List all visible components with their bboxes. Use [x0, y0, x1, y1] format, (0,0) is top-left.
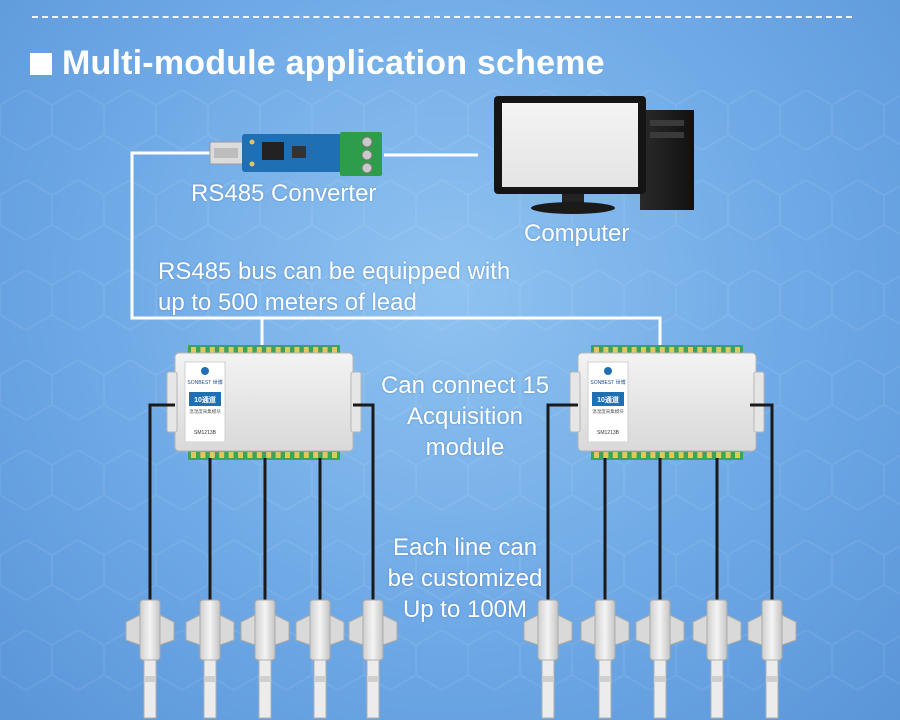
computer-label: Computer: [524, 220, 630, 247]
custom-note-line-1: Each line can: [392, 534, 538, 561]
sensor-probe-4: [295, 599, 345, 719]
sensor-probe-9: [692, 599, 742, 719]
sensor-probe-2: [185, 599, 235, 719]
module-subtitle-text: 温湿度采集模块: [592, 408, 624, 415]
computer-image: [494, 96, 694, 214]
rs485-converter-image: [209, 132, 382, 176]
top-dashed-divider: [32, 16, 852, 18]
sensor-probe-10: [747, 599, 797, 719]
rs485-bus-wiring: [130, 151, 662, 345]
sensor-probe-6: [523, 599, 573, 719]
custom-note: Each line can be customized Up to 100M: [360, 532, 570, 625]
section-header: Multi-module application scheme: [30, 44, 605, 83]
sensor-probe-1: [125, 599, 175, 719]
connect-note-line-1: Can connect 15: [380, 372, 550, 399]
sensor-probe-5: [348, 599, 398, 719]
sensor-cable-5: [353, 403, 375, 605]
sensor-cable-1: [148, 403, 175, 605]
bus-note-line-2: up to 500 meters of lead: [158, 289, 417, 316]
connect-note-line-3: module: [425, 434, 505, 461]
title-bullet-icon: [30, 52, 52, 75]
module-channels-text: 10通道: [597, 395, 619, 404]
sensor-probe-3: [240, 599, 290, 719]
module-brand-text: SONBEST 世博: [590, 379, 625, 386]
module-subtitle-text: 温湿度采集模块: [189, 408, 221, 415]
custom-note-line-2: be customized: [387, 565, 543, 592]
connect-note: Can connect 15 Acquisition module: [360, 370, 570, 463]
page-title: Multi-module application scheme: [62, 44, 605, 82]
sensor-probe-7: [580, 599, 630, 719]
converter-label: RS485 Converter: [191, 180, 377, 207]
custom-note-line-3: Up to 100M: [402, 596, 528, 623]
module-model-text: SM1213B: [597, 430, 620, 436]
module-model-text: SM1213B: [194, 430, 217, 436]
connect-note-line-2: Acquisition: [406, 403, 524, 430]
sensor-probe-8: [635, 599, 685, 719]
module-channels-text: 10通道: [194, 395, 216, 404]
bus-note-line-1: RS485 bus can be equipped with: [158, 258, 511, 285]
sensor-cable-6: [546, 403, 578, 605]
sensor-cable-10: [750, 403, 774, 605]
module-brand-text: SONBEST 世博: [187, 379, 222, 386]
